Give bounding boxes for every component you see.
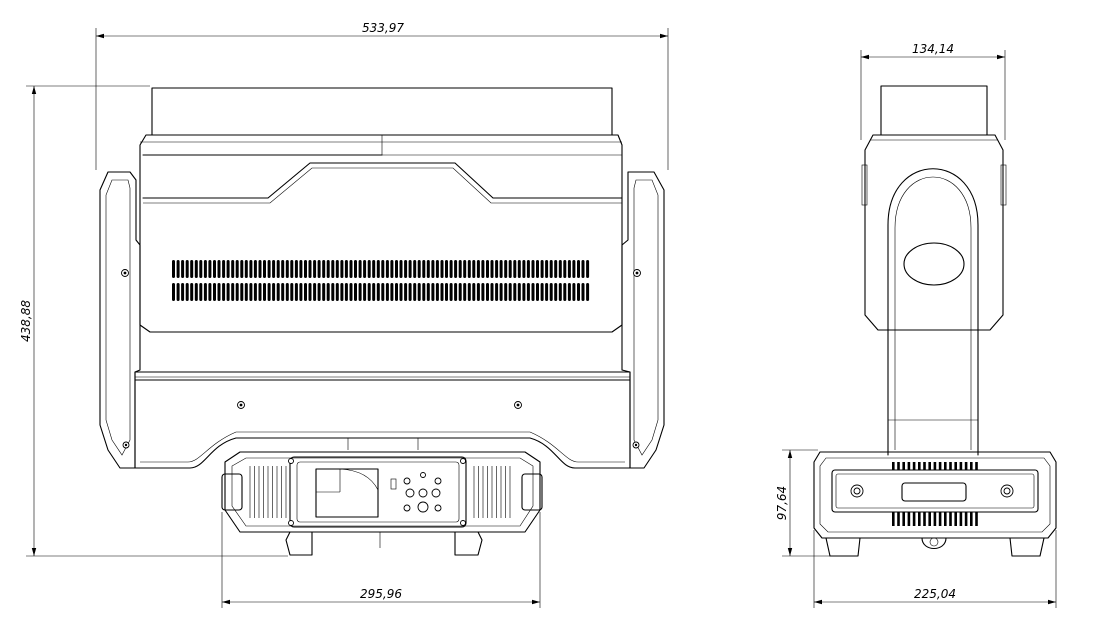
dim-base-width: 295,96: [360, 587, 402, 601]
side-view: [813, 85, 1057, 557]
dimension-lines: [26, 28, 1057, 608]
front-base: [221, 451, 543, 556]
dim-base-height: 97,64: [775, 486, 789, 520]
dimension-arrows: [31, 33, 1056, 605]
dim-overall-width: 533,97: [362, 21, 404, 35]
front-screws: [121, 269, 641, 449]
dim-overall-height: 438,88: [19, 300, 33, 342]
dimension-labels: 533,97 438,88 295,96 134,14 97,64 225,04: [19, 21, 956, 601]
front-view: [99, 87, 665, 556]
dim-base-depth: 225,04: [914, 587, 956, 601]
dim-head-width: 134,14: [912, 42, 954, 56]
vent-grille: [172, 260, 590, 301]
